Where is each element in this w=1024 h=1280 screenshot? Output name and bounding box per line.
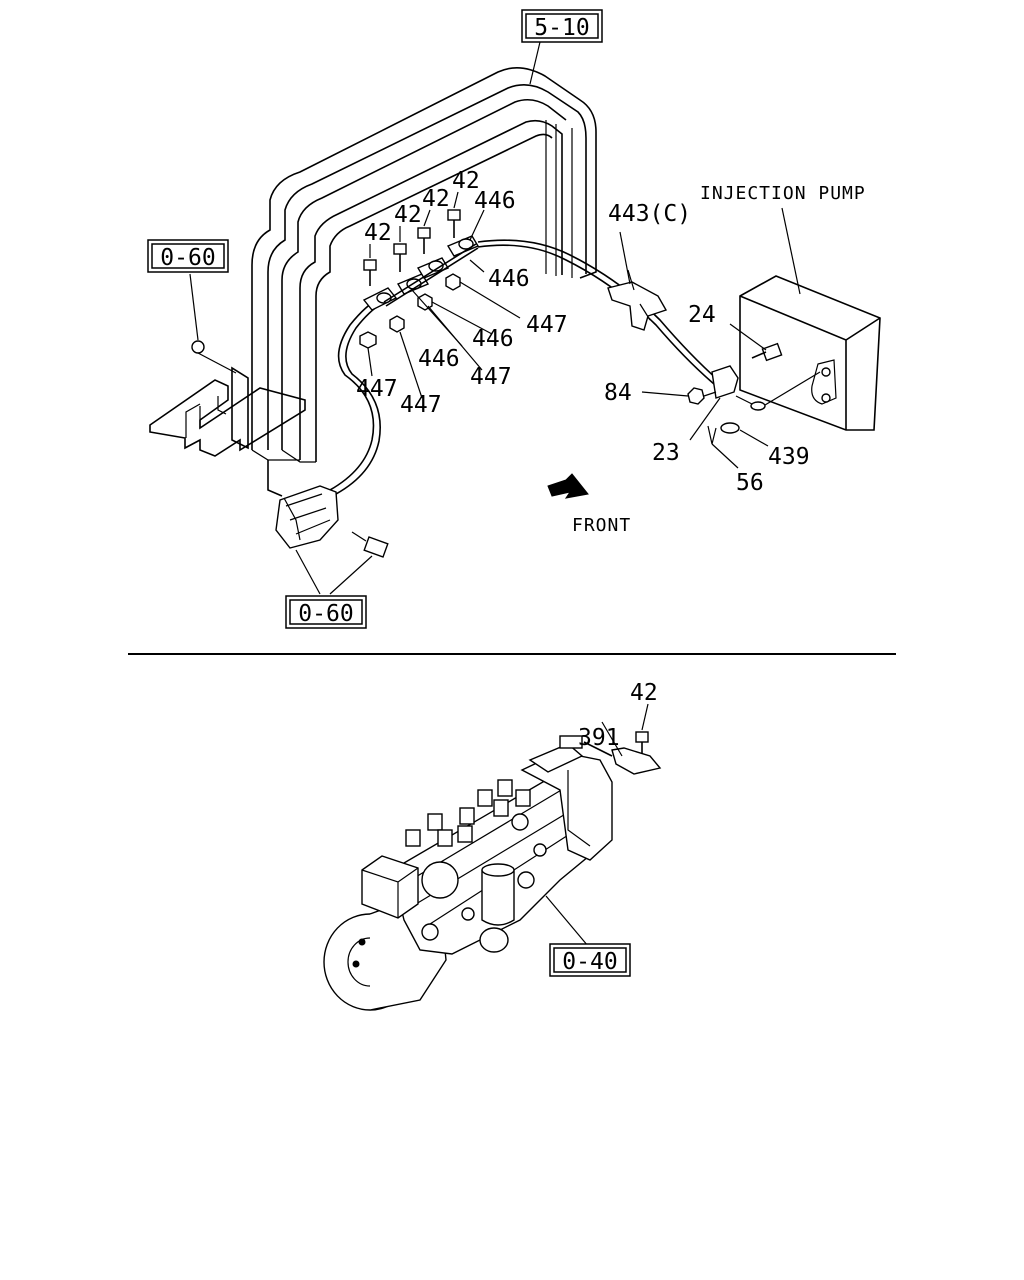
injection-pump-caption: INJECTION PUMP (700, 183, 866, 204)
switch-assembly (267, 460, 389, 558)
callout-84: 84 (604, 380, 632, 406)
pump-hardware (641, 323, 821, 469)
injection-pump-assembly (323, 703, 662, 1011)
cable (329, 239, 719, 495)
callout-447-left-b: 447 (400, 392, 442, 418)
callout-42-a: 42 (364, 220, 392, 246)
callout-42-lower: 42 (630, 680, 658, 706)
front-caption: FRONT (572, 515, 631, 536)
callout-42-c: 42 (422, 186, 450, 212)
leader-lines-top (189, 41, 801, 595)
callout-23: 23 (652, 440, 680, 466)
callout-447-mid: 447 (470, 364, 512, 390)
callout-42-d: 42 (452, 168, 480, 194)
callout-446-mid: 446 (488, 266, 530, 292)
svg-text:0-60: 0-60 (298, 601, 353, 627)
callout-439: 439 (768, 444, 810, 470)
svg-text:0-40: 0-40 (562, 949, 617, 975)
ref-box-5-10: 5-10 (521, 9, 603, 43)
svg-text:0-60: 0-60 (160, 245, 215, 271)
callout-446-low: 446 (472, 326, 514, 352)
callout-447-right: 447 (526, 312, 568, 338)
front-arrow-icon (547, 473, 589, 499)
callout-447-left: 447 (356, 376, 398, 402)
callout-391: 391 (578, 725, 620, 751)
frame-structure (251, 67, 597, 463)
ref-box-0-60-switch: 0-60 (285, 595, 367, 629)
callout-446-bottom: 446 (418, 346, 460, 372)
clip-cluster (359, 209, 480, 349)
callout-24: 24 (688, 302, 716, 328)
callout-446-top: 446 (474, 188, 516, 214)
delivery-valves (405, 779, 531, 847)
ref-box-0-60-left: 0-60 (147, 239, 229, 273)
bracket-443 (607, 269, 668, 331)
injection-pump-block (739, 275, 881, 431)
callout-443c: 443(C) (608, 201, 691, 227)
callout-42-b: 42 (394, 202, 422, 228)
left-bracket (149, 340, 306, 457)
callout-56: 56 (736, 470, 764, 496)
svg-text:5-10: 5-10 (534, 15, 589, 41)
ref-box-0-40: 0-40 (549, 943, 631, 977)
